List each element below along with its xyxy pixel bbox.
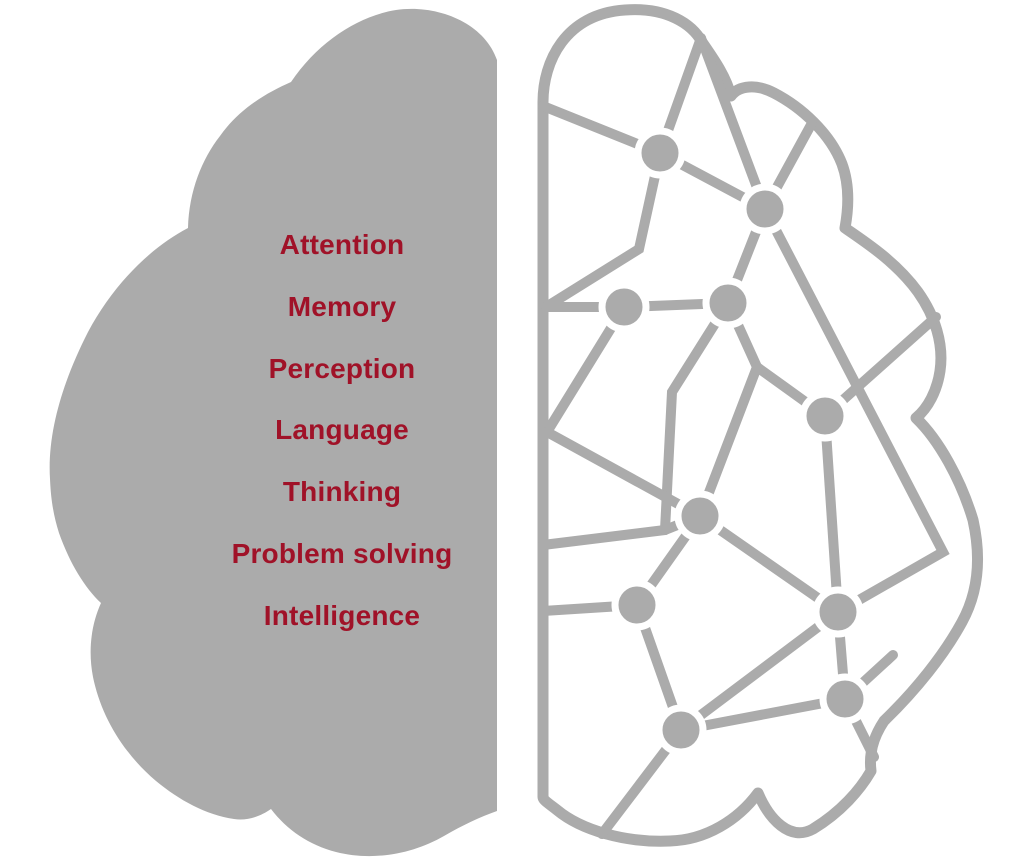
synapse-edge — [538, 525, 670, 550]
synapse-edge — [820, 411, 843, 617]
cognitive-function-label: Thinking — [282, 476, 402, 508]
cognitive-function-label: Memory — [287, 290, 397, 322]
neuron-node — [702, 277, 754, 329]
cognitive-function-label: Language — [275, 414, 409, 446]
right-hemisphere-outline — [537, 4, 984, 847]
synapse-edge — [695, 511, 843, 617]
neuron-node — [634, 127, 686, 179]
cognitive-function-label: Perception — [268, 352, 416, 384]
cognitive-function-label: Attention — [279, 229, 405, 260]
neuron-node — [799, 390, 851, 442]
neuron-node — [674, 490, 726, 542]
synapse-edge — [660, 298, 733, 535]
cognitive-function-label: Intelligence — [263, 599, 421, 631]
synapse-edge — [542, 427, 705, 521]
cognitive-function-label: Problem solving — [231, 538, 453, 569]
synapse-edge — [676, 694, 850, 735]
synapse-edge — [676, 607, 843, 735]
neuron-node — [819, 673, 871, 725]
neural-network — [538, 33, 950, 839]
left-hemisphere-shape — [49, 8, 498, 857]
neuron-node — [739, 183, 791, 235]
synapse-edge — [760, 204, 950, 617]
neuron-node — [812, 586, 864, 638]
neuron-node — [655, 704, 707, 756]
synapse-edge — [695, 362, 762, 521]
neuron-node — [598, 281, 650, 333]
synapse-edge — [541, 148, 665, 312]
neuron-node — [611, 579, 663, 631]
synapse-edge — [696, 33, 770, 214]
